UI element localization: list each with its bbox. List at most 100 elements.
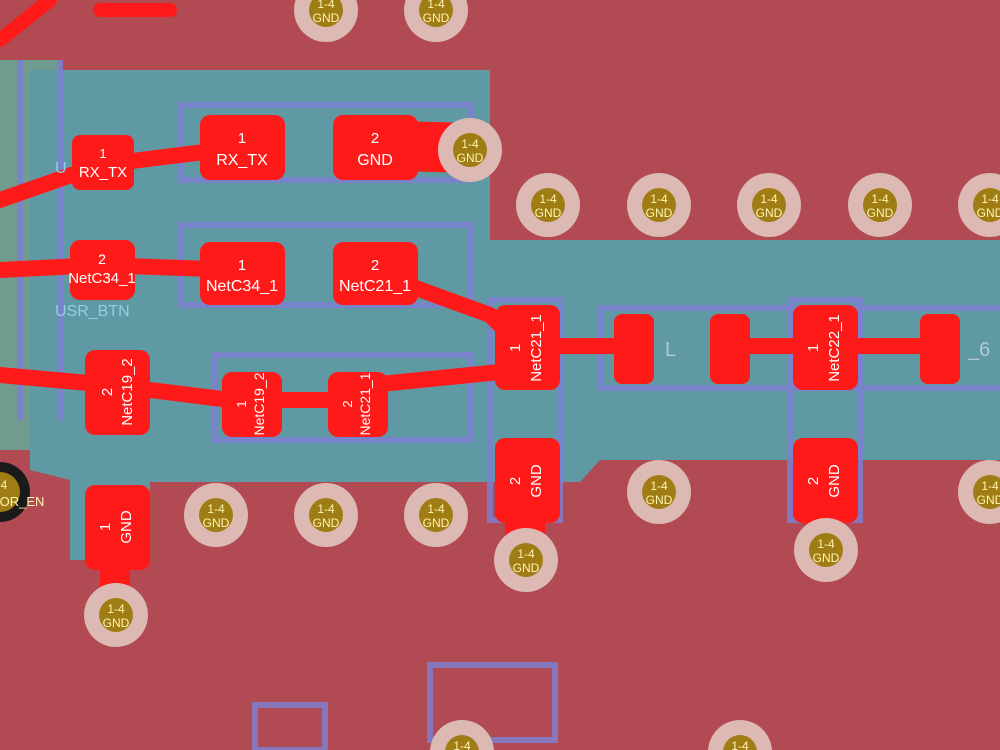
via-net: GND: [513, 561, 540, 575]
edge-via-net: OR_EN: [0, 494, 44, 509]
pad[interactable]: 2 NetC19_2: [85, 350, 150, 435]
pad[interactable]: 2 NetC21_1: [333, 242, 418, 305]
vias: 1-4GND1-4GND1-4GND1-4GND1-4GND1-4GND1-4G…: [84, 0, 1000, 750]
pad[interactable]: 1 RX_TX: [200, 115, 285, 180]
pad-net: NetC34_1: [68, 270, 136, 287]
via-layers: 1-4: [517, 547, 535, 561]
pad-net: NetC34_1: [206, 278, 278, 295]
via-net: GND: [646, 493, 673, 507]
pad[interactable]: [710, 314, 750, 384]
via-layers: 1-4: [207, 502, 225, 516]
via-hole: [309, 498, 343, 532]
pad-pin: 1: [99, 146, 106, 161]
via-layers: 1-4: [539, 192, 557, 206]
pad[interactable]: [614, 314, 654, 384]
via-net: GND: [756, 206, 783, 220]
via-layers: 1-4: [453, 739, 471, 750]
via-net: GND: [867, 206, 894, 220]
pad-pin: 2: [371, 130, 379, 147]
via-hole: [419, 0, 453, 27]
pad[interactable]: 1 NetC21_1: [495, 305, 560, 390]
via-layers: 1-4: [817, 537, 835, 551]
via-net: GND: [977, 206, 1000, 220]
pad[interactable]: 2 GND: [793, 438, 858, 523]
pad-net: RX_TX: [216, 152, 268, 169]
via-layers: 1-4: [981, 192, 999, 206]
via-layers: 1-4: [981, 479, 999, 493]
pad-pin: 2: [507, 477, 524, 485]
via-layers: 1-4: [461, 137, 479, 151]
via-net: GND: [423, 11, 450, 25]
via-hole: [642, 475, 676, 509]
pad-net: GND: [118, 510, 135, 544]
pad-pin: 2: [99, 388, 116, 396]
via-layers: 1-4: [427, 0, 445, 11]
pad-net: GND: [528, 464, 545, 498]
via-layers: 1-4: [317, 0, 335, 11]
via-hole: [445, 735, 479, 750]
pad[interactable]: 2 NetC21_1: [328, 372, 388, 437]
pad-net: GND: [357, 152, 393, 169]
pad-pin: 1: [805, 344, 822, 352]
pad-net: NetC21_1: [528, 314, 545, 382]
via-layers: 1-4: [731, 739, 749, 750]
via-net: GND: [103, 616, 130, 630]
pad[interactable]: 1 NetC19_2: [222, 372, 282, 437]
silk-fragment-l: L: [665, 339, 676, 361]
pad-net: NetC19_2: [251, 372, 267, 435]
via-layers: 1-4: [107, 602, 125, 616]
pad-pin: 1: [238, 257, 246, 274]
via-hole: [723, 735, 757, 750]
pad-net: GND: [826, 464, 843, 498]
edge-via-layers: 4: [1, 478, 8, 492]
pad-net: NetC21_1: [339, 278, 411, 295]
via-hole: [199, 498, 233, 532]
via-hole: [973, 475, 1000, 509]
pad-pin: 2: [340, 400, 355, 407]
pad[interactable]: 2 GND: [495, 438, 560, 523]
pad-net: NetC21_1: [357, 372, 373, 435]
via-layers: 1-4: [650, 192, 668, 206]
edge-via-or-en[interactable]: 4 OR_EN: [0, 462, 44, 522]
pad-net: RX_TX: [79, 164, 127, 181]
pad[interactable]: 2 NetC34_1: [68, 240, 136, 300]
pad-pin: 2: [371, 257, 379, 274]
pad[interactable]: 1 GND: [85, 485, 150, 570]
via-net: GND: [203, 516, 230, 530]
via-hole: [453, 133, 487, 167]
pad[interactable]: 1 NetC34_1: [200, 242, 285, 305]
via-net: GND: [313, 516, 340, 530]
via-layers: 1-4: [427, 502, 445, 516]
via-layers: 1-4: [650, 479, 668, 493]
via-hole: [509, 543, 543, 577]
via-hole: [99, 598, 133, 632]
via-net: GND: [423, 516, 450, 530]
pad[interactable]: 1 NetC22_1: [793, 305, 858, 390]
via-hole: [642, 188, 676, 222]
via-hole: [973, 188, 1000, 222]
pad[interactable]: [920, 314, 960, 384]
pad[interactable]: 1 RX_TX: [72, 135, 134, 190]
pad[interactable]: 2 GND: [333, 115, 418, 180]
via-hole: [309, 0, 343, 27]
via-hole: [752, 188, 786, 222]
